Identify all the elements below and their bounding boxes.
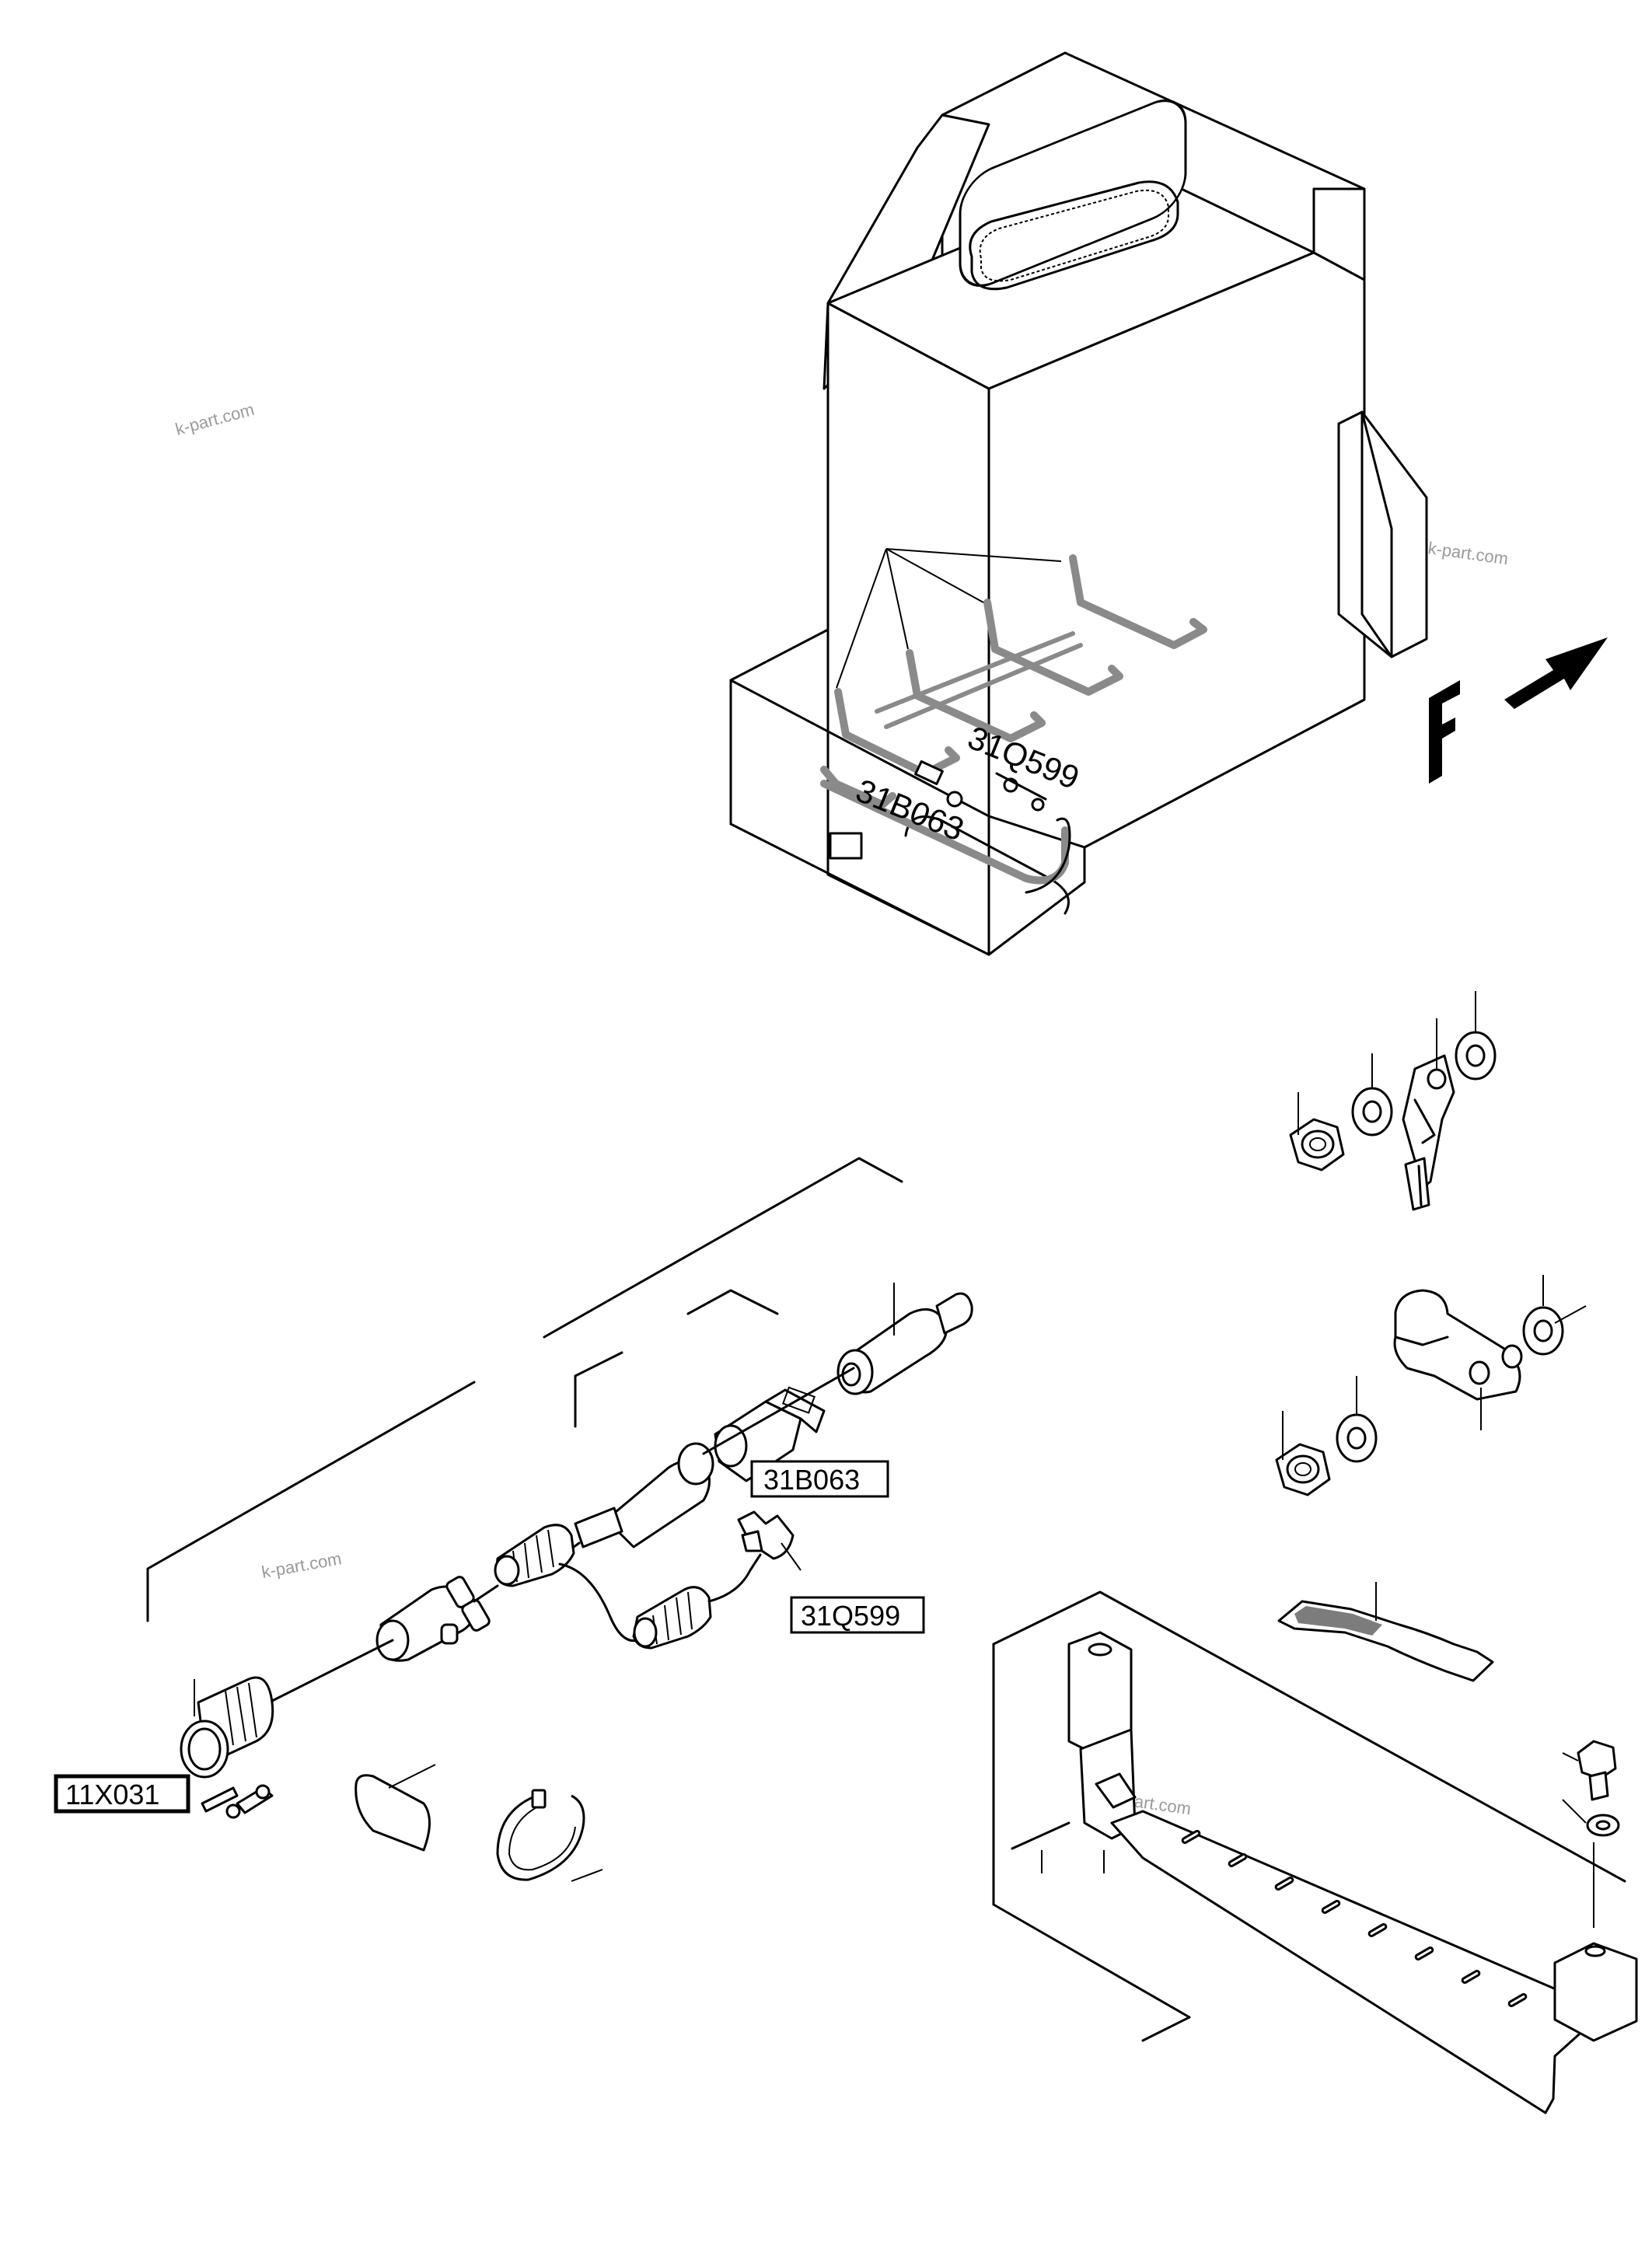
mounting-bracket-box (992, 1590, 1626, 2042)
bracket-bolt-washer (1562, 1740, 1620, 1928)
bracket-slots (1181, 1830, 1528, 2007)
cable-tie (496, 1789, 603, 1882)
washer-3 (1336, 1413, 1378, 1463)
washer-2 (1455, 1031, 1497, 1081)
small-pins (201, 1784, 274, 1819)
ribbed-grommet-2 (632, 1586, 712, 1650)
cable-clip-plate (1402, 1054, 1455, 1211)
label-box-11x031: 11X031 (54, 1774, 190, 1814)
cable-conical-boot (574, 1367, 855, 1548)
tank-leader-lines (836, 548, 1062, 689)
lock-nut-2 (1275, 1443, 1331, 1496)
washer-4 (1522, 1306, 1564, 1356)
watermark-2: k-part.com (1427, 538, 1509, 568)
pressure-switch-31q599 (737, 1510, 795, 1560)
label-31b063: 31B063 (763, 1464, 860, 1496)
hydraulic-tank (729, 51, 1428, 956)
pressure-sensor-31b063 (836, 1283, 973, 1395)
tank-sensor-parts (914, 760, 1071, 894)
round-connector-11x031 (180, 1639, 394, 1779)
mounting-bracket (1011, 1631, 1638, 2114)
watermark-3: k-part.com (260, 1548, 344, 1582)
label-31q599: 31Q599 (801, 1600, 900, 1632)
lock-nut-1 (1289, 1118, 1345, 1171)
clip-fastener-group-1 (1289, 991, 1497, 1211)
forward-arrow-icon (1504, 637, 1608, 709)
label-11x031: 11X031 (65, 1779, 159, 1810)
cable-switch-branch (558, 1510, 802, 1650)
split-tube-connector (375, 1576, 499, 1662)
pipe-clamp (1393, 1289, 1523, 1401)
washer-1 (1351, 1087, 1393, 1136)
label-box-31q599: 31Q599 (790, 1596, 925, 1634)
label-box-31b063: 31B063 (750, 1460, 889, 1498)
f-letter (1429, 680, 1460, 784)
watermark-1: k-part.com (173, 400, 257, 439)
forward-direction-marker (1429, 637, 1608, 784)
bracket-lines-harness (146, 1157, 903, 1622)
ribbed-grommet-1 (494, 1524, 581, 1587)
protective-sleeve (354, 1764, 436, 1852)
protective-pad (1277, 1582, 1494, 1682)
clamp-fastener-group-2 (1275, 1275, 1587, 1496)
